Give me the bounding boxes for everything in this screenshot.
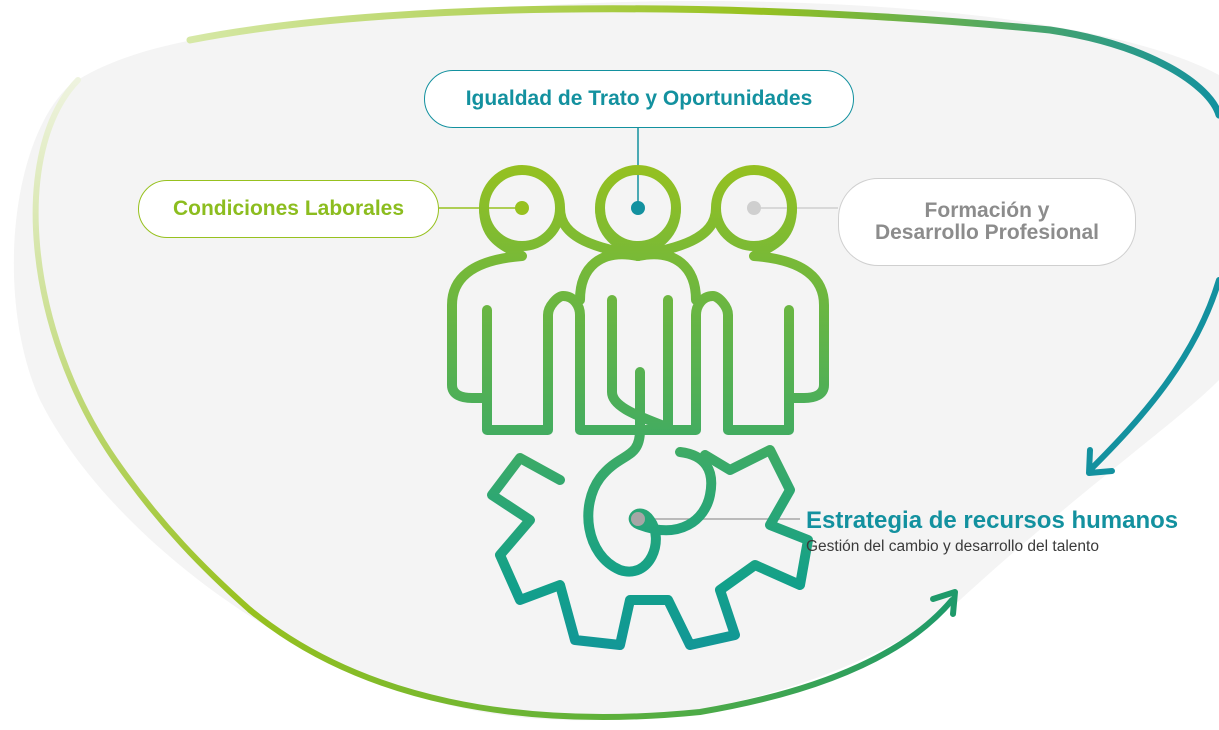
strategy-title: Estrategia de recursos humanos	[806, 507, 1179, 534]
label-formacion-line1: Formación y	[924, 199, 1050, 222]
cycle-arc-left	[32, 77, 253, 613]
dot-right	[747, 201, 761, 215]
label-igualdad-text: Igualdad de Trato y Oportunidades	[465, 87, 813, 110]
people-body-outline	[447, 203, 646, 435]
label-igualdad: Igualdad de Trato y Oportunidades	[424, 70, 854, 128]
label-condiciones-text: Condiciones Laborales	[172, 197, 405, 220]
strategy-block: Estrategia de recursos humanos Gestión d…	[806, 507, 1178, 557]
dot-left	[515, 201, 529, 215]
gear-cord	[583, 295, 717, 577]
label-condiciones: Condiciones Laborales	[138, 180, 439, 238]
label-formacion: Formación y Desarrollo Profesional	[838, 178, 1136, 266]
people-body-outline-right	[635, 203, 829, 435]
cycle-arrowhead-bottom-icon	[930, 589, 958, 617]
dot-gear	[631, 512, 645, 526]
strategy-subtitle: Gestión del cambio y desarrollo del tale…	[806, 538, 1099, 555]
gear-outline	[487, 445, 813, 650]
center-neck	[595, 203, 681, 261]
cycle-arc-top	[186, 5, 1219, 119]
cycle-arc-bottom	[247, 597, 955, 720]
cycle-arc-right	[1087, 277, 1219, 473]
label-formacion-line2: Desarrollo Profesional	[874, 221, 1100, 244]
people-gear-icon	[447, 165, 829, 650]
dot-center	[631, 201, 645, 215]
cycle-arrowhead-right-icon	[1086, 447, 1115, 476]
